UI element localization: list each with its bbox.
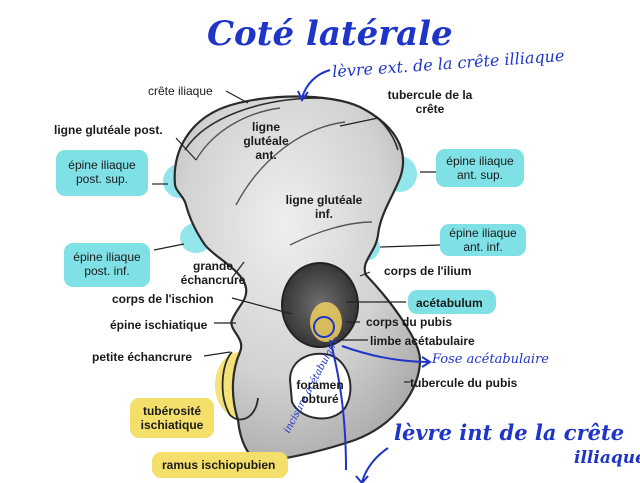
label-crete-iliaque: crête iliaque: [148, 84, 213, 98]
label-acetabulum: acétabulum: [416, 296, 483, 310]
label-epine-ischiatique: épine ischiatique: [110, 318, 207, 332]
label-ramus: ramus ischiopubien: [162, 458, 275, 472]
label-petite-echancrure: petite échancrure: [92, 350, 192, 364]
diagram-title: Coté latérale: [207, 14, 453, 54]
label-tubercule-pubis: tubercule du pubis: [410, 376, 517, 390]
label-corps-ilium: corps de l'ilium: [384, 264, 472, 278]
label-corps-pubis: corps du pubis: [366, 315, 452, 329]
annotation-crest-int: lèvre int de la crête: [394, 420, 624, 445]
annotation-fossa: Fose acétabulaire: [432, 352, 549, 367]
label-corps-ischion: corps de l'ischion: [112, 292, 214, 306]
annotation-crest-int-2: illiaque: [574, 448, 640, 468]
label-limbe: limbe acétabulaire: [370, 334, 475, 348]
label-ligne-glut-post: ligne glutéale post.: [54, 123, 163, 137]
